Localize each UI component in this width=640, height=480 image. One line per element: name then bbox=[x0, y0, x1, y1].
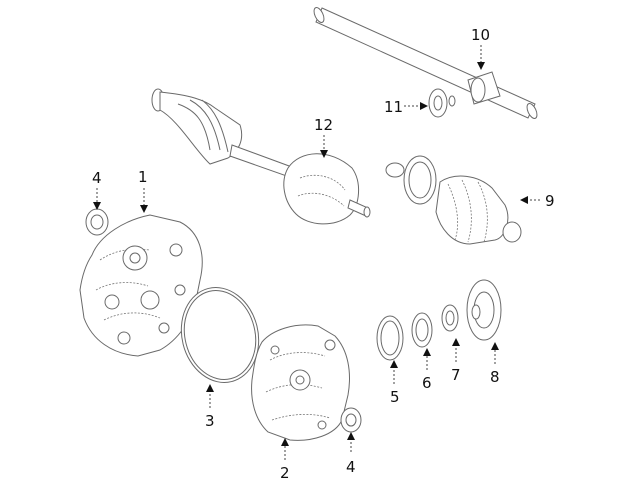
leader-lines bbox=[93, 45, 540, 460]
callout-labels: 1 2 3 4 4 5 6 7 8 9 10 11 12 bbox=[92, 26, 555, 480]
callout-12: 12 bbox=[314, 116, 333, 134]
callout-11: 11 bbox=[384, 98, 403, 116]
part-7-washer[interactable] bbox=[441, 304, 459, 332]
callout-3: 3 bbox=[205, 412, 215, 430]
part-3-gasket-ring[interactable] bbox=[172, 279, 269, 391]
part-8-side-gear[interactable] bbox=[466, 279, 502, 341]
part-9-boot-kit[interactable] bbox=[385, 155, 522, 245]
callout-8: 8 bbox=[490, 368, 500, 386]
callout-7: 7 bbox=[451, 366, 461, 384]
callout-4-lower: 4 bbox=[346, 458, 356, 476]
part-2-transaxle-cover[interactable] bbox=[251, 324, 350, 441]
part-12-axle-shaft-assembly[interactable] bbox=[151, 88, 371, 225]
callout-6: 6 bbox=[422, 374, 432, 392]
callout-2: 2 bbox=[280, 464, 290, 480]
part-4-seal-lower[interactable] bbox=[340, 407, 362, 433]
part-1-transaxle-case[interactable] bbox=[79, 214, 203, 357]
callout-10: 10 bbox=[471, 26, 490, 44]
callout-9: 9 bbox=[545, 192, 555, 210]
part-5-bearing-cup[interactable] bbox=[376, 315, 404, 361]
callout-4-upper: 4 bbox=[92, 169, 102, 187]
part-11-bearing[interactable] bbox=[428, 88, 456, 118]
callout-1: 1 bbox=[138, 168, 148, 186]
part-4-seal-upper[interactable] bbox=[85, 208, 109, 236]
callout-5: 5 bbox=[390, 388, 400, 406]
part-6-shim[interactable] bbox=[411, 312, 433, 348]
part-10-intermediate-shaft[interactable] bbox=[312, 6, 539, 120]
